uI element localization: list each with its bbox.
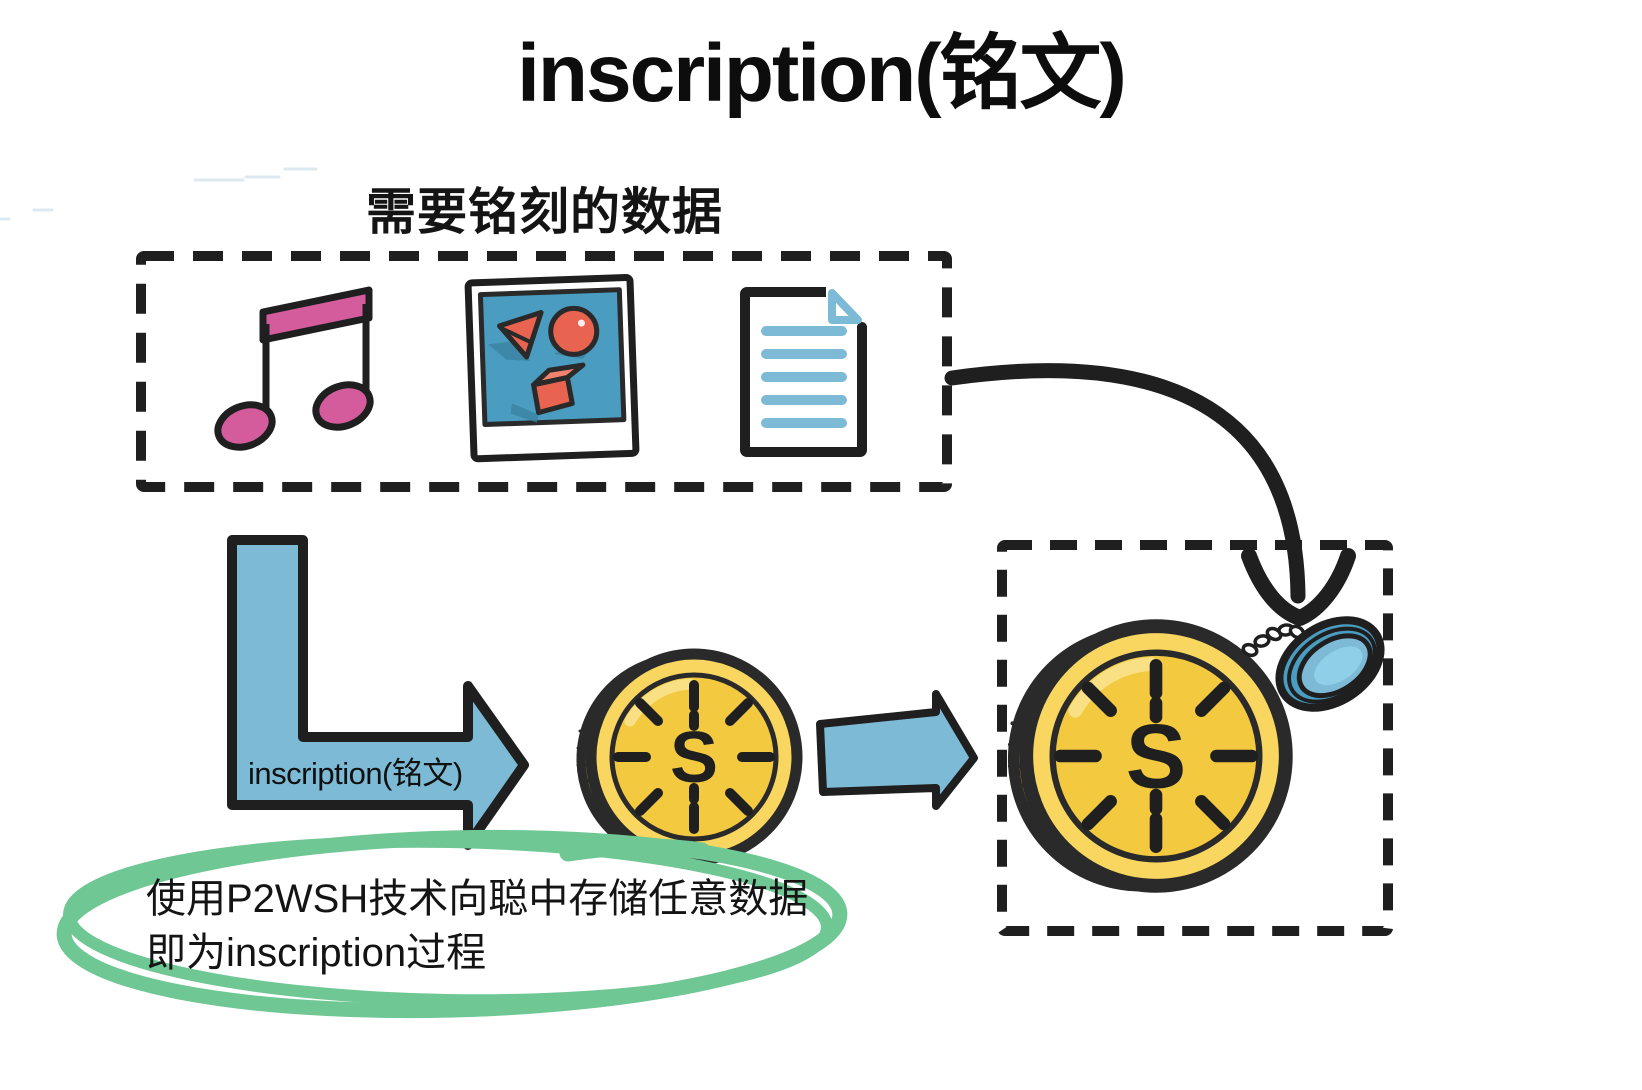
inscribed-satoshi-coin-icon: S: [1007, 619, 1293, 893]
document-icon: [740, 284, 870, 457]
curved-arrow: [944, 363, 1356, 626]
l-arrow-label: inscription(铭文): [248, 756, 463, 791]
loupe-icon: [1275, 616, 1385, 712]
inscription-l-arrow: [227, 535, 529, 850]
sketch-marks: [0, 167, 318, 221]
data-box-label: 需要铭刻的数据: [366, 184, 723, 240]
coin-dollar-symbol: S: [1126, 707, 1187, 808]
note-highlight-ellipse: [56, 829, 848, 1019]
page-title: inscription(铭文): [517, 28, 1127, 119]
note-line-1: 使用P2WSH技术向聪中存储任意数据: [146, 877, 809, 921]
music-note-icon: [214, 286, 374, 451]
data-box-border: [136, 251, 952, 492]
coin-dollar-symbol: S: [670, 718, 718, 798]
result-box-border: [997, 540, 1393, 936]
right-arrow: [816, 690, 978, 810]
chain-icon: [1241, 623, 1306, 658]
satoshi-coin-icon: S: [576, 648, 803, 866]
photo-icon: [464, 273, 640, 463]
note-line-2: 即为inscription过程: [146, 931, 487, 975]
